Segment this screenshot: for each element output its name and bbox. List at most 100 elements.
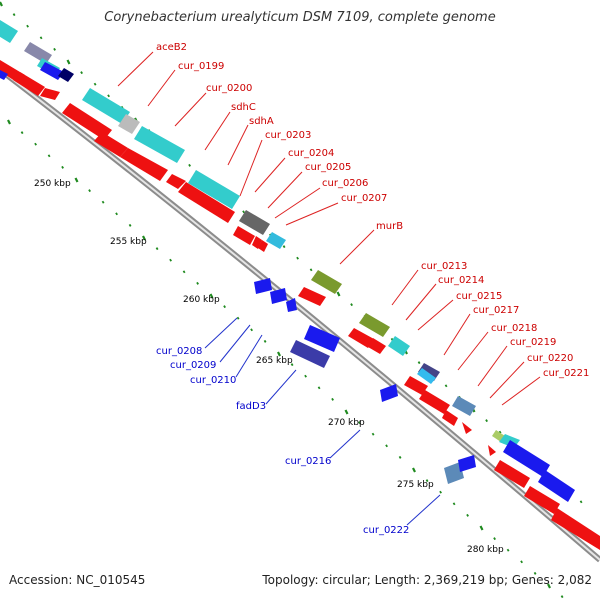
scale-tick [425,479,429,483]
tick-label: 260 kbp [183,295,220,305]
gene-label[interactable]: cur_0213 [421,261,467,272]
scale-tick [242,210,245,214]
scale-tick [263,339,267,343]
scale-tick [282,245,286,249]
gene-label[interactable]: cur_0218 [491,323,537,334]
tick-label: 255 kbp [110,237,147,247]
gene-label[interactable]: cur_0204 [288,148,334,159]
scale-tick [101,200,105,204]
backbone-inner [0,68,600,561]
gene-label[interactable]: cur_0205 [305,162,351,173]
reverse-gene-labels: cur_0208 cur_0209 cur_0210 fadD3 cur_021… [156,346,409,536]
scale-tick [277,351,281,357]
scale-tick [88,189,91,193]
scale-tick [520,560,523,564]
scale-tick [331,397,334,401]
gene-label[interactable]: sdhC [231,102,256,113]
scale-tick [250,328,253,332]
scale-tick [304,374,307,378]
scale-tick [506,548,510,552]
forward-gene-labels: aceB2 cur_0199 cur_0200 sdhC sdhA cur_02… [156,42,589,379]
scale-tick [358,421,361,425]
scale-tick [317,386,321,390]
gene-label[interactable]: sdhA [249,116,274,127]
scale-tick [398,455,402,459]
scale-tick [444,384,448,388]
scale-tick [533,571,537,575]
scale-tick [66,59,71,65]
gene-label[interactable]: cur_0215 [456,291,502,302]
scale-tick [350,303,353,307]
gene-label[interactable]: aceB2 [156,42,187,53]
gene-label[interactable]: cur_0210 [190,375,236,386]
scale-tick [439,490,442,494]
gene-label[interactable]: cur_0216 [285,456,331,467]
scale-tick [47,154,51,158]
scale-tick [128,223,132,227]
gene-label[interactable]: cur_0207 [341,193,387,204]
scale-tick [34,142,37,146]
scale-tick [93,82,97,86]
scale-tick [452,502,456,506]
scale-tick [290,363,294,367]
scale-labels: 250 kbp 255 kbp 260 kbp 265 kbp 270 kbp … [34,179,504,555]
scale-tick [107,94,110,98]
scale-tick [498,430,502,434]
gene-label[interactable]: cur_0214 [438,275,484,286]
gene-label[interactable]: cur_0200 [206,83,252,94]
gene-label[interactable]: cur_0206 [322,178,368,189]
scale-tick [209,293,214,299]
gene-label[interactable]: cur_0203 [265,130,311,141]
scale-tick [344,409,349,415]
gene-label[interactable]: cur_0220 [527,353,573,364]
tick-label: 280 kbp [467,545,504,555]
forward-strand-boxes [0,20,575,502]
scale-tick [417,361,421,365]
map-title: Corynebacterium urealyticum DSM 7109, co… [104,10,496,25]
gene-label[interactable]: cur_0209 [170,360,216,371]
scale-tick [336,291,341,297]
scale-tick [296,256,299,260]
scale-tick [142,235,146,241]
scale-tick [53,47,56,51]
gene-label[interactable]: cur_0199 [178,61,224,72]
scale-tick [485,419,488,423]
scale-tick [115,212,118,216]
accession-text: Accession: NC_010545 [9,573,146,587]
scale-tick [7,119,11,125]
scale-tick [479,525,484,531]
scale-tick [80,71,83,75]
reverse-strand-features [0,70,476,484]
scale-tick [371,432,375,436]
scale-tick [547,583,551,589]
scale-tick [169,258,172,262]
tick-label: 270 kbp [328,418,365,428]
scale-tick [26,24,29,28]
scale-tick [560,595,564,599]
genome-summary-text: Topology: circular; Length: 2,369,219 bp… [262,573,592,587]
scale-tick [223,305,226,309]
scale-tick [39,36,43,40]
gene-label[interactable]: cur_0219 [510,337,556,348]
gene-label[interactable]: cur_0208 [156,346,202,357]
gene-label[interactable]: cur_0222 [363,525,409,536]
reverse-callouts [204,317,441,526]
gene-label[interactable]: fadD3 [236,401,266,412]
gene-label[interactable]: cur_0217 [473,305,519,316]
scale-tick [579,500,583,504]
scale-tick [61,165,64,169]
gene-label[interactable]: murB [376,221,403,232]
forward-strand-red [0,60,600,550]
forward-callouts [117,51,541,406]
scale-tick [12,13,16,17]
scale-tick [74,177,79,183]
scale-tick [155,247,159,251]
scale-tick [188,163,191,167]
scale-tick [20,131,24,135]
gene-label[interactable]: cur_0221 [543,368,589,379]
scale-tick [196,281,199,285]
tick-label: 275 kbp [397,480,434,490]
scale-tick [236,316,240,320]
